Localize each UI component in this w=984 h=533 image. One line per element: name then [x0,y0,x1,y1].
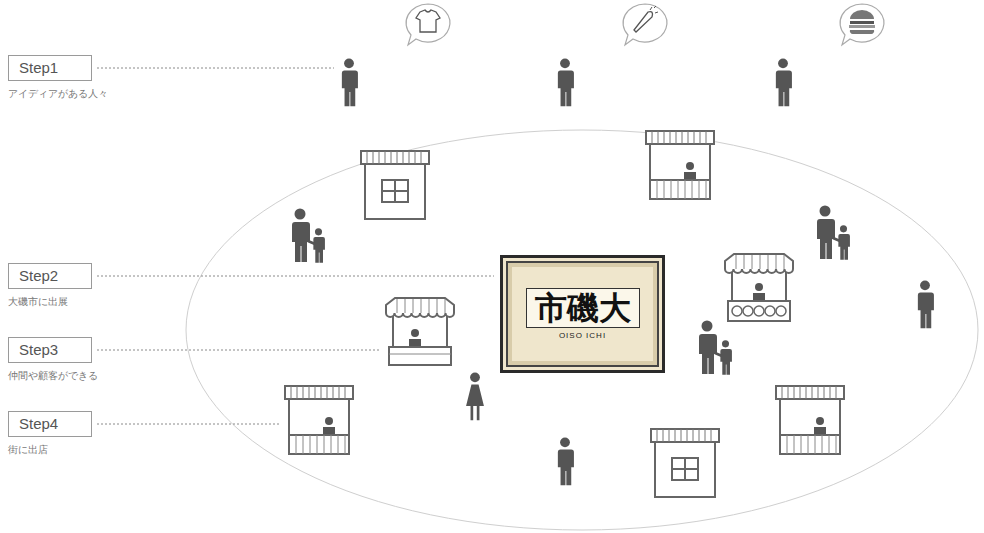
shops [285,131,844,497]
logo-subtitle: OISO ICHI [559,331,606,340]
market-ellipse [186,130,978,530]
people [292,58,934,485]
step-box: Step1アイディアがある人々 [8,55,92,81]
leader-lines [97,68,494,424]
step-label: Step3 [19,341,81,359]
step-caption: 街に出店 [8,444,48,456]
step-label: Step1 [19,59,81,77]
step-box: Step2大磯市に出展 [8,263,92,289]
idea-bubbles [406,4,884,45]
step-label: Step2 [19,267,81,285]
step-label: Step4 [19,415,81,433]
step-box: Step3仲間や顧客ができる [8,337,92,363]
step-caption: アイディアがある人々 [8,88,108,100]
step-caption: 仲間や顧客ができる [8,370,98,382]
step-caption: 大磯市に出展 [8,296,68,308]
logo-plate: 市磯大 OISO ICHI [500,255,665,373]
logo-title: 市磯大 [526,288,640,328]
step-box: Step4街に出店 [8,411,92,437]
